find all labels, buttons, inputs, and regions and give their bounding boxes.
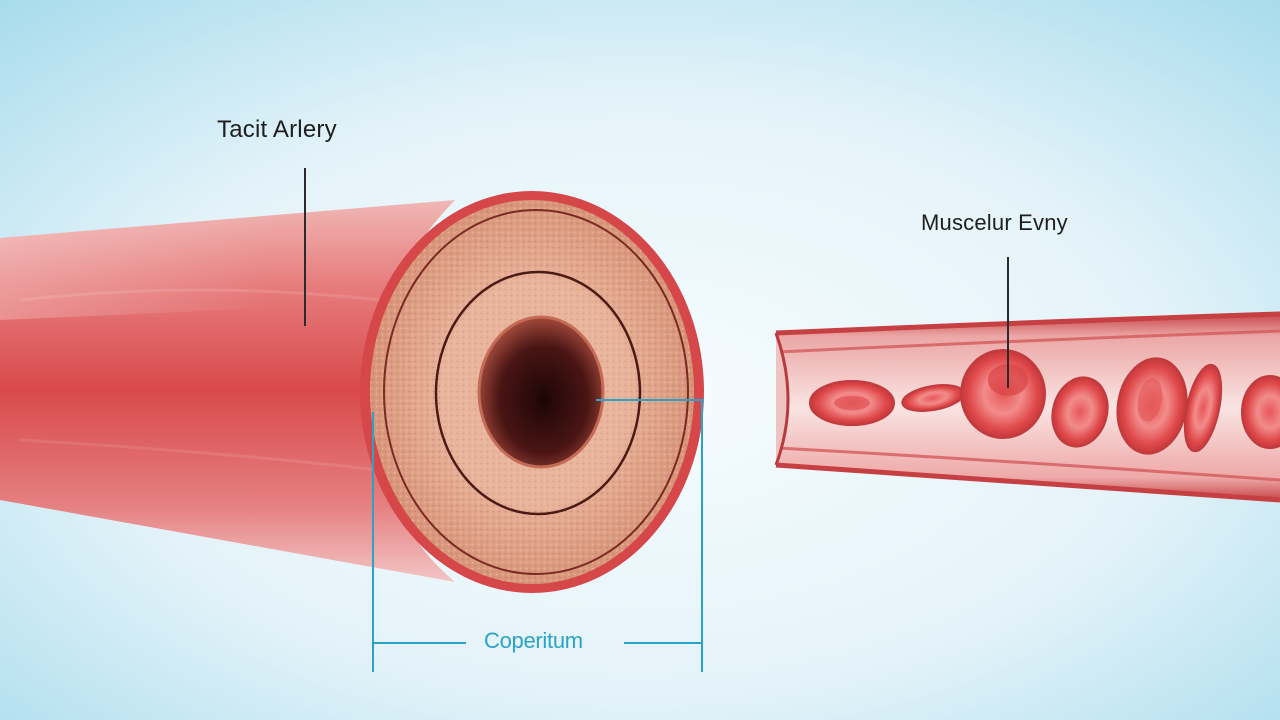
vein-label: Muscelur Evny xyxy=(921,210,1068,235)
artery-label: Tacit Arlery xyxy=(217,116,337,143)
artery-middle-layer xyxy=(434,270,642,516)
dimension-bracket xyxy=(372,399,704,672)
red-blood-cell-icon xyxy=(1051,376,1109,448)
red-blood-cell-icon xyxy=(1241,375,1280,449)
dimension-label: Coperitum xyxy=(484,628,583,653)
red-blood-cells xyxy=(809,349,1280,455)
artery-lumen xyxy=(477,315,605,469)
artery-cross-section-icon xyxy=(0,191,704,593)
red-blood-cell-icon xyxy=(809,380,895,426)
red-blood-cell-icon xyxy=(1116,357,1188,455)
red-blood-cell-icon xyxy=(1183,363,1223,453)
red-blood-cell-icon xyxy=(960,349,1046,439)
